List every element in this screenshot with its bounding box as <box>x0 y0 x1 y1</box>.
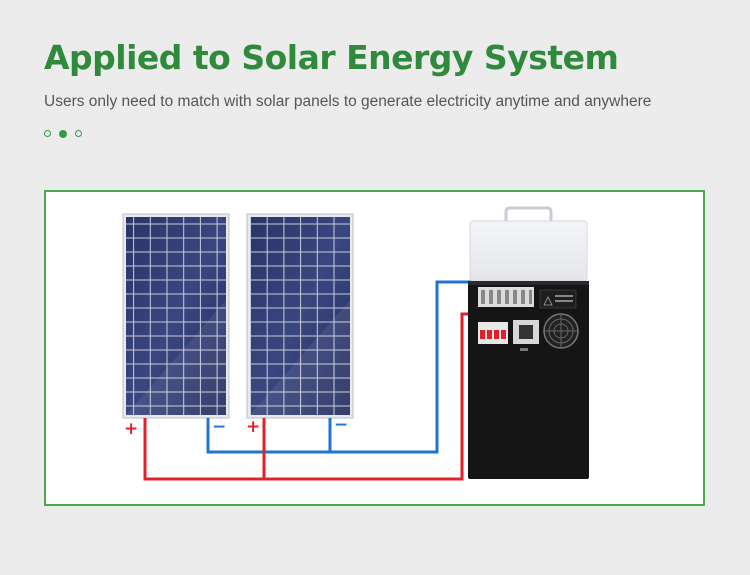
panel-1-minus-label: − <box>212 417 226 437</box>
terminal-block <box>478 287 534 307</box>
page-subtitle: Users only need to match with solar pane… <box>44 93 652 110</box>
circuit-breakers <box>478 322 508 344</box>
carousel-dot-1[interactable] <box>44 130 51 137</box>
panel-2-minus-label: − <box>334 415 348 435</box>
carousel-indicator <box>44 129 82 138</box>
carousel-dot-2-active[interactable] <box>59 129 67 138</box>
panel-2-plus-label: + <box>246 417 260 437</box>
ac-socket-icon <box>513 320 539 344</box>
carousel-dot-3[interactable] <box>75 130 82 137</box>
cooling-fan-icon <box>543 313 579 349</box>
solar-panel-2 <box>246 213 354 419</box>
page-title: Applied to Solar Energy System <box>44 38 619 77</box>
warning-label <box>539 289 577 309</box>
status-led-icon <box>520 348 528 351</box>
solar-panel-1 <box>122 213 230 419</box>
power-station-unit <box>468 206 589 479</box>
panel-1-plus-label: + <box>124 419 138 439</box>
